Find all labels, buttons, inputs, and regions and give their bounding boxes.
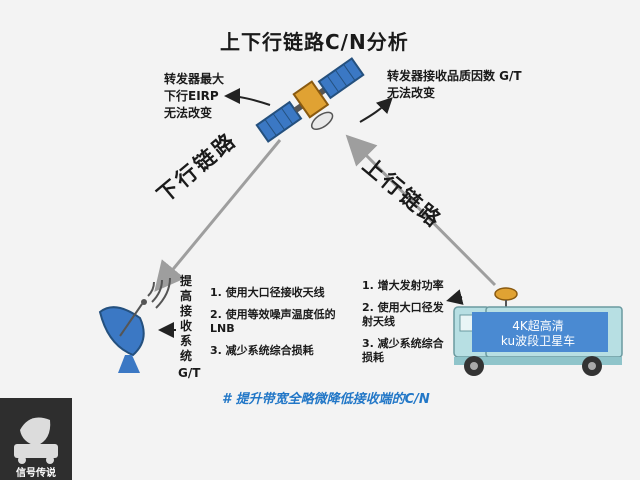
list-item: 2. 使用大口径发射天线 (362, 301, 444, 328)
truck-label-line: 4K超高清 (512, 319, 564, 333)
truck-label-line: ku波段卫星车 (500, 334, 576, 348)
logo-text: 信号传说 (16, 468, 56, 479)
receive-system-vertical-label: 提 高 接 收 系 统 G/T (178, 274, 201, 381)
downlink-arrow (154, 139, 282, 292)
vertical-char: 收 (179, 319, 192, 333)
vertical-char: 系 (179, 334, 192, 348)
receive-dish-icon (98, 277, 171, 373)
vertical-char: 高 (179, 289, 192, 303)
vertical-suffix: G/T (178, 366, 201, 380)
note-line: 转发器最大 (164, 72, 225, 86)
list-item: 1. 使用大口径接收天线 (210, 286, 325, 299)
camera-dish-logo-icon (14, 417, 58, 464)
satellite-eirp-note: 转发器最大 下行EIRP 无法改变 (164, 71, 254, 122)
list-item: 2. 使用等效噪声温度低的LNB (210, 308, 336, 335)
downlink-measures-list: 1. 使用大口径接收天线 2. 使用等效噪声温度低的LNB 3. 减少系统综合损… (210, 286, 340, 366)
vertical-char: 统 (179, 349, 192, 363)
uplink-arrow (345, 134, 497, 287)
truck-icon (453, 287, 623, 376)
footer-note: # 提升带宽全略微降低接收端的C/N (222, 392, 430, 407)
right-note-arrow (359, 97, 393, 123)
list-item: 1. 增大发射功率 (362, 279, 444, 292)
diagram-title: 上下行链路C/N分析 (220, 30, 409, 54)
note-line: 转发器接收品质因数 G/T (387, 69, 522, 83)
left-note-arrow (224, 88, 271, 106)
uplink-measures-list: 1. 增大发射功率 2. 使用大口径发射天线 3. 减少系统综合损耗 (362, 279, 452, 373)
satellite-icon (255, 57, 365, 143)
truck-arrow (446, 289, 464, 305)
vertical-char: 提 (179, 274, 192, 288)
list-item: 3. 减少系统综合损耗 (362, 337, 444, 364)
vertical-char: 接 (179, 304, 192, 318)
list-item: 3. 减少系统综合损耗 (210, 344, 314, 357)
note-line: 无法改变 (387, 86, 436, 100)
note-line: 无法改变 (164, 106, 213, 120)
satellite-gt-note: 转发器接收品质因数 G/T 无法改变 (387, 68, 567, 102)
note-line: 下行EIRP (164, 89, 219, 103)
truck-label: 4K超高清 ku波段卫星车 (478, 319, 598, 349)
